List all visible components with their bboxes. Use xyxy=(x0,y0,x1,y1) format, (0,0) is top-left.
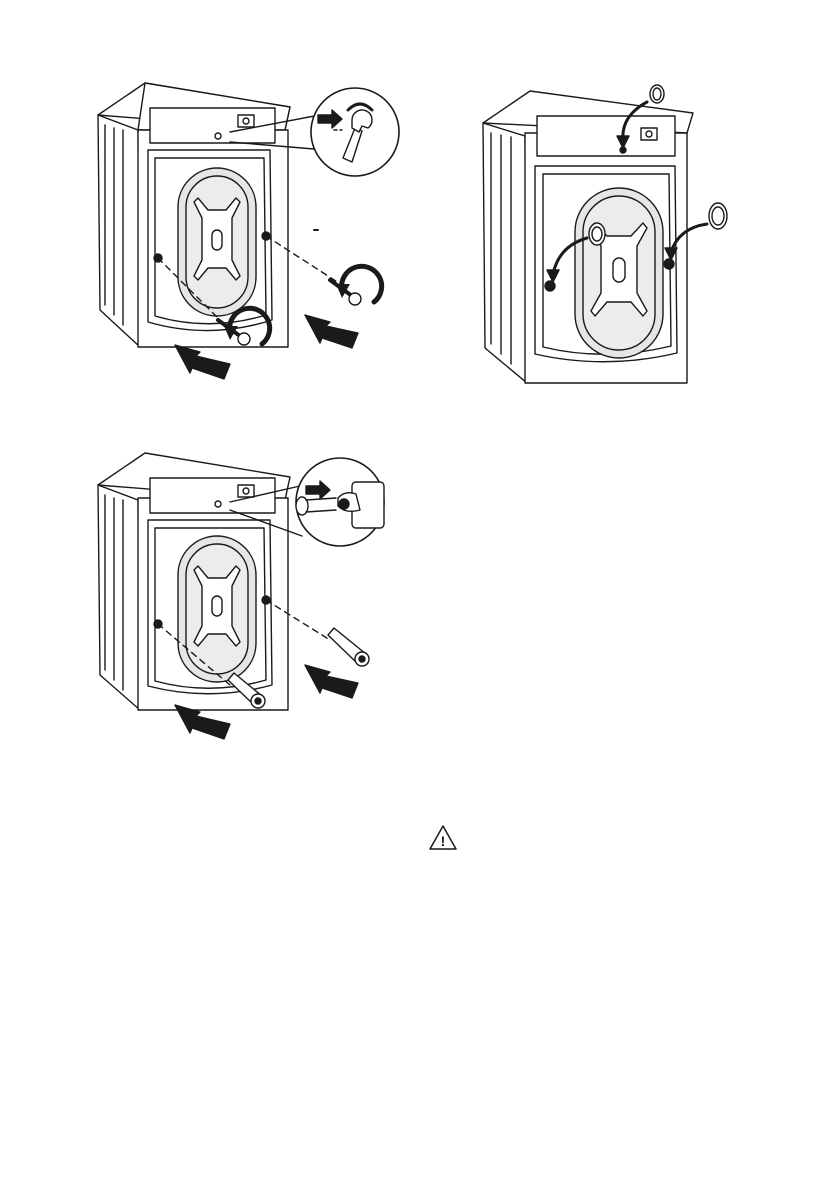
figure-insert-plastic-caps xyxy=(475,78,745,390)
washing-machine-rear xyxy=(98,83,290,347)
spacer-icon xyxy=(328,628,369,666)
transit-bolt-icon xyxy=(330,280,361,305)
pull-arrow-icon xyxy=(305,665,358,698)
pull-arrow-icon xyxy=(305,315,358,348)
plastic-cap-icon xyxy=(589,223,605,245)
pull-arrow-icon xyxy=(175,345,230,379)
warning-triangle-icon: ! xyxy=(428,824,458,852)
figure-remove-transit-bolts xyxy=(90,70,410,390)
washing-machine-rear xyxy=(98,453,290,710)
plastic-cap-icon xyxy=(650,85,664,103)
plastic-cap-icon xyxy=(709,203,727,229)
figure-store-bolts xyxy=(90,440,410,750)
warning-symbol: ! xyxy=(441,833,446,849)
